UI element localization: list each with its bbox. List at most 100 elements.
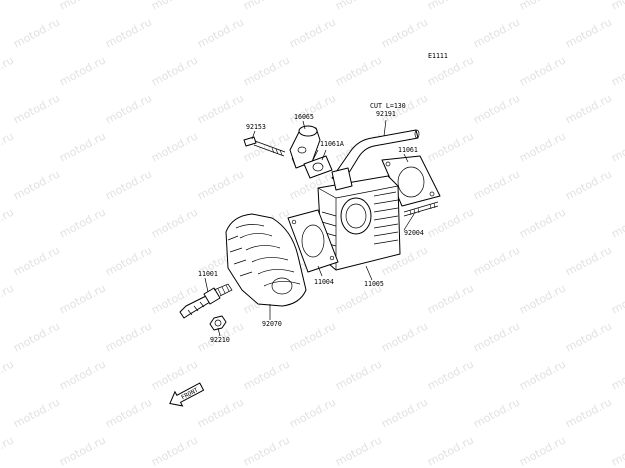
cylinder-head-11001[interactable] [225,213,307,307]
watermark-text: motod.ru [103,395,154,430]
watermark-text: motod.ru [57,0,108,13]
page-code: E1111 [428,52,448,60]
watermark-text: motod.ru [333,433,384,468]
watermark-text: motod.ru [11,167,62,202]
watermark-text: motod.ru [609,433,625,468]
part-label-11061: 11061 [398,146,418,154]
watermark-text: motod.ru [517,433,568,468]
watermark-text: motod.ru [0,0,16,13]
watermark-text: motod.ru [517,205,568,240]
watermark-text: motod.ru [563,91,614,126]
watermark-text: motod.ru [517,281,568,316]
watermark-text: motod.ru [471,15,522,50]
head-gasket-11004[interactable] [287,209,339,273]
watermark-text: motod.ru [517,357,568,392]
watermark-text: motod.ru [57,129,108,164]
watermark-text: motod.ru [241,433,292,468]
watermark-text: motod.ru [149,129,200,164]
watermark-text: motod.ru [0,129,16,164]
nut-92210[interactable] [209,315,227,331]
pipe-elbow-16065[interactable] [289,125,321,169]
watermark-text: motod.ru [425,281,476,316]
watermark-text: motod.ru [103,167,154,202]
watermark-text: motod.ru [425,129,476,164]
leader-92191 [383,119,387,137]
leader-92210 [217,327,221,337]
watermark-text: motod.ru [287,395,338,430]
watermark-text: motod.ru [333,0,384,13]
watermark-text: motod.ru [563,319,614,354]
watermark-text: motod.ru [287,15,338,50]
watermark-text: motod.ru [425,357,476,392]
watermark-text: motod.ru [0,281,16,316]
watermark-text: motod.ru [287,319,338,354]
watermark-text: motod.ru [11,15,62,50]
watermark-text: motod.ru [379,395,430,430]
gasket-11061A[interactable] [303,155,333,179]
watermark-text: motod.ru [241,0,292,13]
leader-11061 [403,153,409,163]
watermark-text: motod.ru [57,357,108,392]
part-label-16065: 16065 [294,113,314,121]
leader-16065 [302,120,306,130]
bolt-92153[interactable] [243,136,286,157]
watermark-text: motod.ru [609,53,625,88]
leader-11061A [321,149,327,161]
part-label-11061A: 11061A [320,140,344,148]
leader-92004 [403,213,415,231]
watermark-text: motod.ru [425,0,476,13]
watermark-text: motod.ru [103,15,154,50]
watermark-text: motod.ru [471,167,522,202]
part-label-92153: 92153 [246,123,266,131]
watermark-text: motod.ru [517,53,568,88]
watermark-text: motod.ru [103,319,154,354]
watermark-text: motod.ru [609,281,625,316]
watermark-text: motod.ru [57,433,108,468]
watermark-text: motod.ru [517,129,568,164]
watermark-text: motod.ru [471,91,522,126]
watermark-text: motod.ru [241,53,292,88]
watermark-text: motod.ru [11,395,62,430]
watermark-text: motod.ru [241,357,292,392]
cut-note: CUT L=130 [370,102,406,110]
watermark-text: motod.ru [103,243,154,278]
watermark-text: motod.ru [11,91,62,126]
watermark-text: motod.ru [379,319,430,354]
watermark-text: motod.ru [471,243,522,278]
part-label-92210: 92210 [210,336,230,344]
watermark-text: motod.ru [287,91,338,126]
part-label-92004: 92004 [404,229,424,237]
watermark-text: motod.ru [195,91,246,126]
part-label-11001: 92070 [262,320,282,328]
watermark-text: motod.ru [103,91,154,126]
part-label-92191: 92191 [376,110,396,118]
watermark-text: motod.ru [195,15,246,50]
leader-11004 [317,265,323,277]
watermark-text: motod.ru [379,15,430,50]
watermark-text: motod.ru [195,395,246,430]
watermark-text: motod.ru [57,205,108,240]
watermark-text: motod.ru [0,53,16,88]
watermark-text: motod.ru [563,395,614,430]
watermark-text: motod.ru [471,395,522,430]
leader-92070 [204,277,209,293]
watermark-text: motod.ru [609,129,625,164]
watermark-text: motod.ru [149,53,200,88]
part-label-11004: 11004 [314,278,334,286]
part-label-92070: 11001 [198,270,218,278]
watermark-text: motod.ru [425,433,476,468]
watermark-text: motod.ru [563,243,614,278]
watermark-text: motod.ru [195,167,246,202]
stud-92004[interactable] [403,201,439,217]
watermark-text: motod.ru [241,129,292,164]
watermark-text: motod.ru [0,433,16,468]
watermark-text: motod.ru [57,281,108,316]
part-label-11005: 11005 [364,280,384,288]
watermark-text: motod.ru [609,205,625,240]
watermark-text: motod.ru [11,243,62,278]
watermark-text: motod.ru [333,53,384,88]
watermark-text: motod.ru [609,357,625,392]
cylinder-11005[interactable] [317,167,401,271]
watermark-text: motod.ru [0,205,16,240]
